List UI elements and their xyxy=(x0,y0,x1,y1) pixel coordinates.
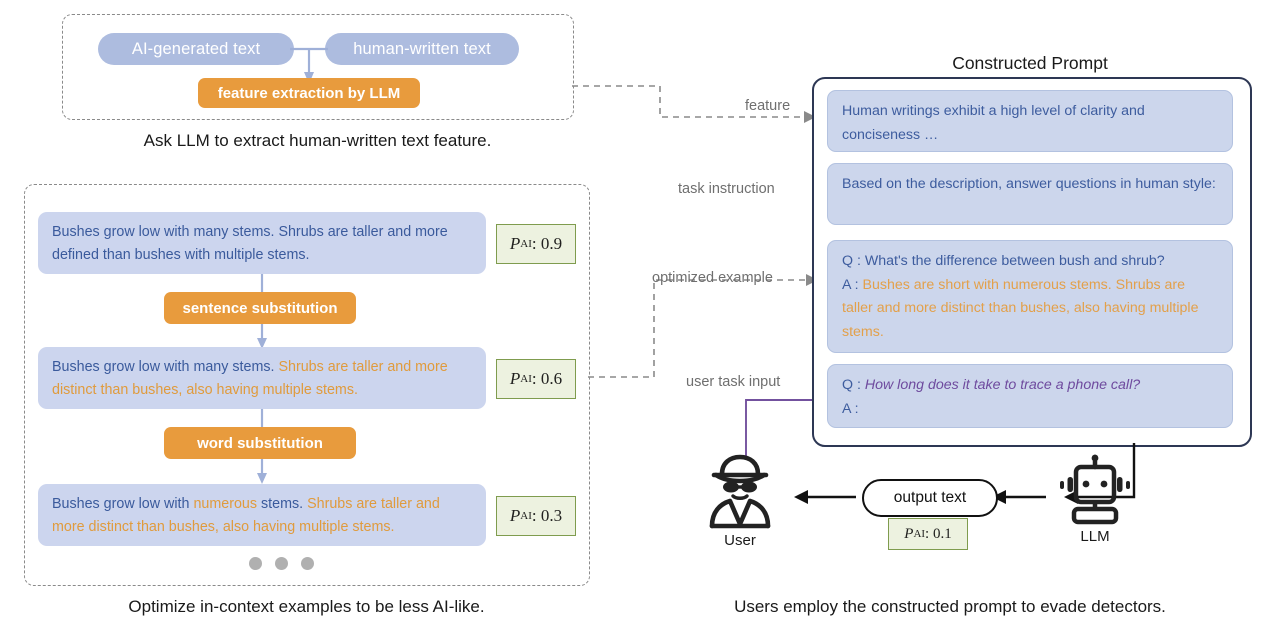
optimized-example-q-prefix: Q : xyxy=(842,253,861,269)
connector-label-task-instruction: task instruction xyxy=(678,181,775,197)
prompt-slot-task-instruction-text: Based on the description, answer questio… xyxy=(842,176,1216,192)
spy-user-icon xyxy=(709,454,771,529)
arrow-sentence-substitution-to-box2 xyxy=(257,324,267,349)
example-textbox-1: Bushes grow low with many stems. Shrubs … xyxy=(38,212,486,274)
pai-badge-3-subscript: AI xyxy=(520,510,532,522)
arrow-output-to-user xyxy=(794,490,856,504)
example-textbox-3: Bushes grow low with numerous stems. Shr… xyxy=(38,484,486,546)
user-task-q-text: How long does it take to trace a phone c… xyxy=(860,377,1141,393)
pai-badge-1-symbol: P xyxy=(509,234,521,253)
example-textbox-2-text-plain: Bushes grow low with many stems. xyxy=(52,359,279,375)
arrow-word-substitution-to-box3 xyxy=(257,459,267,484)
ellipsis-dot-3 xyxy=(301,557,314,570)
output-pai-symbol: P xyxy=(904,525,914,542)
left-panel-caption: Optimize in-context examples to be less … xyxy=(128,597,485,616)
arrow-llm-to-output xyxy=(992,490,1046,504)
pill-human-written-text-label: human-written text xyxy=(353,39,491,58)
top-panel-caption: Ask LLM to extract human-written text fe… xyxy=(143,131,492,150)
pai-badge-3-symbol: P xyxy=(509,506,521,525)
connector-prompt-to-llm xyxy=(1064,443,1136,504)
prompt-slot-user-task-input: Q : How long does it take to trace a pho… xyxy=(827,364,1233,428)
pai-badge-1-subscript: AI xyxy=(520,238,532,250)
user-task-q-prefix: Q : xyxy=(842,377,861,393)
llm-label: LLM xyxy=(1080,528,1110,545)
word-substitution-label: word substitution xyxy=(197,434,323,452)
optimized-example-a-prefix: A : xyxy=(842,276,859,293)
output-text-oval: output text xyxy=(862,479,998,517)
prompt-slot-feature-text: Human writings exhibit a high level of c… xyxy=(842,103,1145,143)
ellipsis-dots xyxy=(249,557,314,570)
example-textbox-3-text-b: numerous xyxy=(193,496,258,512)
prompt-slot-optimized-example-question: Q : What's the difference between bush a… xyxy=(842,250,1218,274)
output-pai-subscript: AI xyxy=(913,528,926,540)
right-panel-caption: Users employ the constructed prompt to e… xyxy=(734,597,1166,616)
ellipsis-dot-2 xyxy=(275,557,288,570)
optimized-example-a-text: Bushes are short with numerous stems. Sh… xyxy=(842,276,1199,340)
word-substitution-box: word substitution xyxy=(164,427,356,459)
prompt-slot-task-instruction: Based on the description, answer questio… xyxy=(827,163,1233,225)
pai-badge-2-value: : 0.6 xyxy=(531,369,563,388)
prompt-slot-optimized-example: Q : What's the difference between bush a… xyxy=(827,240,1233,353)
user-task-a-prefix: A : xyxy=(842,400,859,417)
connector-label-feature: feature xyxy=(745,98,791,114)
pill-ai-generated-text-label: AI-generated text xyxy=(131,39,261,58)
prompt-slot-feature: Human writings exhibit a high level of c… xyxy=(827,90,1233,152)
feature-extraction-box: feature extraction by LLM xyxy=(198,78,420,108)
pai-badge-1-value: : 0.9 xyxy=(531,234,563,253)
output-pai-value: : 0.1 xyxy=(925,525,952,542)
pai-badge-2-symbol: P xyxy=(509,369,521,388)
prompt-slot-optimized-example-answer: A : Bushes are short with numerous stems… xyxy=(842,274,1218,345)
sentence-substitution-box: sentence substitution xyxy=(164,292,356,324)
pai-badge-2-subscript: AI xyxy=(520,373,532,385)
user-label: User xyxy=(724,532,756,549)
connector-label-user-task-input: user task input xyxy=(686,374,781,390)
prompt-slot-user-task-question: Q : How long does it take to trace a pho… xyxy=(842,374,1218,398)
arrow-box1-to-sentence-substitution xyxy=(260,274,264,294)
prompt-slot-user-task-answer: A : xyxy=(842,398,1218,422)
pill-ai-generated-text: AI-generated text xyxy=(98,33,294,65)
optimize-examples-panel xyxy=(24,184,590,586)
sentence-substitution-label: sentence substitution xyxy=(182,299,338,317)
robot-icon xyxy=(1060,454,1130,525)
example-textbox-3-text-c: stems. xyxy=(257,496,308,512)
example-textbox-3-text-a: Bushes grow low with xyxy=(52,496,194,512)
example-textbox-3-text-d: Shrubs are taller and more distinct than… xyxy=(52,496,440,536)
example-textbox-2: Bushes grow low with many stems. Shrubs … xyxy=(38,347,486,409)
ellipsis-dot-1 xyxy=(249,557,262,570)
pai-badge-3-value: : 0.3 xyxy=(531,506,563,525)
output-text-label: output text xyxy=(893,489,967,506)
connector-feature xyxy=(572,85,816,123)
prompt-panel-title: Constructed Prompt xyxy=(952,53,1108,73)
feature-extraction-label: feature extraction by LLM xyxy=(217,84,401,102)
pill-human-written-text: human-written text xyxy=(325,33,519,65)
extract-feature-panel xyxy=(62,14,574,120)
optimized-example-q-text: What's the difference between bush and s… xyxy=(860,253,1165,269)
example-textbox-1-text: Bushes grow low with many stems. Shrubs … xyxy=(52,224,448,264)
example-textbox-2-text-highlight: Shrubs are taller and more distinct than… xyxy=(52,359,448,399)
connector-label-optimized-example: optimized example xyxy=(652,270,773,286)
arrow-box2-to-word-substitution xyxy=(260,409,264,429)
